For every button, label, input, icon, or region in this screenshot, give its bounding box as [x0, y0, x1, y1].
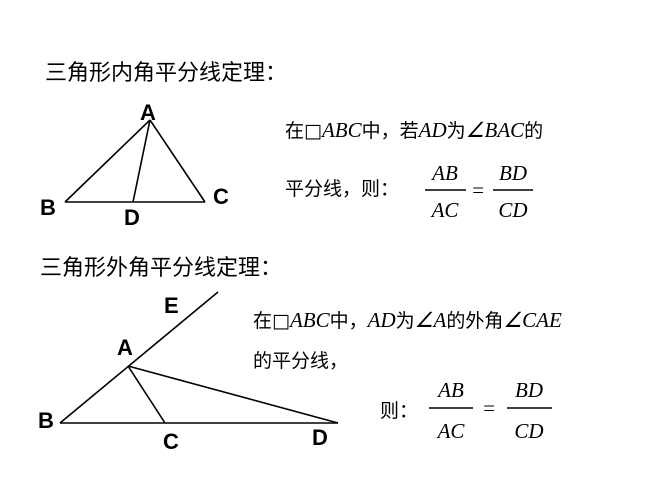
exterior-bisector-heading: 三角形外角平分线定理：	[40, 256, 282, 281]
text-prefix: 在	[253, 310, 272, 332]
vertex-label-d: D	[312, 425, 328, 450]
angle-vertex: A	[432, 308, 447, 332]
frac2-left-denominator: AC	[436, 419, 466, 443]
exterior-statement-line1: 在□ABC中，AD为∠A的外角∠CAE	[253, 308, 562, 332]
frac1-right-denominator: CD	[498, 198, 527, 222]
placeholder-box: □	[304, 120, 322, 142]
vertex-label-b: B	[40, 195, 56, 220]
text-de: 的	[524, 120, 543, 142]
frac1-left-numerator: AB	[430, 161, 458, 185]
bisector-ad	[132, 119, 151, 203]
text-mid: 中，若	[362, 120, 419, 142]
triangle-name: ABC	[320, 118, 363, 142]
exterior-statement-line2: 的平分线，	[253, 350, 348, 372]
side-ac	[127, 365, 166, 424]
interior-statement-line1: 在□ABC中，若AD为∠BAC的	[285, 118, 543, 142]
text-mid: 中，	[330, 310, 368, 332]
frac1-equals: =	[471, 178, 485, 202]
exterior-then: 则：	[380, 400, 418, 422]
vertex-label-d: D	[124, 205, 140, 230]
angle-symbol-2: ∠	[503, 308, 522, 332]
interior-triangle-figure	[64, 119, 206, 203]
vertex-label-e: E	[164, 293, 179, 318]
vertex-label-a: A	[140, 100, 156, 125]
vertex-label-a: A	[117, 335, 133, 360]
segment-name: AD	[366, 308, 396, 332]
text-prefix: 在	[285, 120, 304, 142]
ray-be	[59, 291, 219, 424]
frac2-right-numerator: BD	[515, 378, 543, 402]
segment-name: AD	[417, 118, 447, 142]
frac1-right-numerator: BD	[499, 161, 527, 185]
angle-name: CAE	[522, 308, 562, 332]
frac2-equals: =	[482, 396, 496, 420]
angle-name: BAC	[485, 118, 526, 142]
vertex-label-b: B	[38, 408, 54, 433]
angle-symbol: ∠	[466, 118, 485, 142]
text-wei: 为	[396, 310, 415, 332]
text-wei: 为	[447, 120, 466, 142]
exterior-triangle-figure	[59, 291, 339, 424]
frac2-left-numerator: AB	[436, 378, 464, 402]
vertex-label-c: C	[213, 184, 229, 209]
triangle-name: ABC	[288, 308, 331, 332]
interior-bisector-heading: 三角形内角平分线定理：	[45, 61, 287, 86]
frac1-left-denominator: AC	[430, 198, 460, 222]
angle-symbol: ∠	[415, 308, 434, 332]
vertex-label-c: C	[163, 429, 179, 454]
interior-statement-line2: 平分线，则：	[285, 178, 399, 200]
text-exterior: 的外角	[446, 310, 503, 332]
frac2-right-denominator: CD	[514, 419, 543, 443]
side-ac	[149, 119, 206, 203]
bisector-ad	[127, 365, 339, 424]
side-ab	[64, 119, 151, 203]
placeholder-box: □	[272, 310, 290, 332]
